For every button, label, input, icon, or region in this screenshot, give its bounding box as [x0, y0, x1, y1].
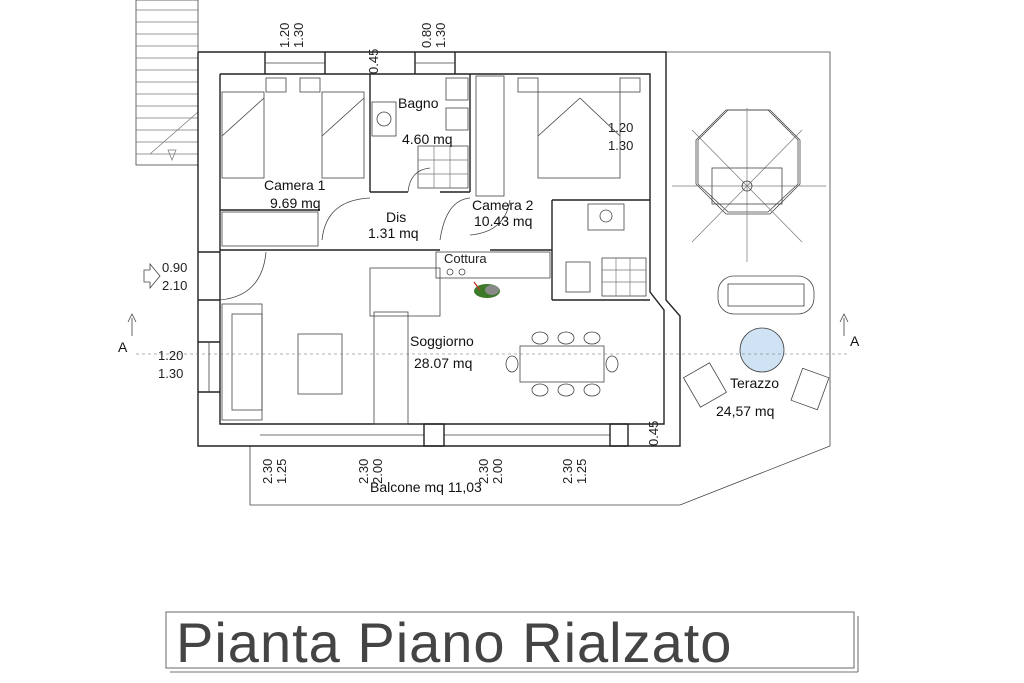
exterior-staircase — [135, 0, 199, 166]
interior-partitions — [220, 74, 650, 301]
section-mark-left: A — [118, 339, 128, 355]
room-camera2-area: 10.43 mq — [474, 213, 532, 229]
room-camera1-area: 9.69 mq — [270, 195, 321, 211]
drawing-title: Pianta Piano Rialzato — [176, 611, 732, 674]
dim-right-window-width: 1.20 — [608, 120, 633, 135]
dim-top-window2-height: 1.30 — [433, 23, 448, 48]
dim-bottom3-width: 2.00 — [490, 459, 505, 484]
dim-entry-height: 2.10 — [162, 278, 187, 293]
entrance-arrow-icon — [143, 262, 161, 290]
dim-bottom3-height: 2.30 — [476, 459, 491, 484]
room-dis-area: 1.31 mq — [368, 225, 419, 241]
living-room-furniture — [221, 303, 619, 425]
room-soggiorno-name: Soggiorno — [410, 333, 474, 349]
room-cottura-name: Cottura — [444, 251, 487, 266]
camera2-bed — [475, 75, 641, 197]
dim-top-window1-height: 1.30 — [291, 23, 306, 48]
dim-top-window1-width: 1.20 — [277, 23, 292, 48]
dim-bottom-small: 0.45 — [646, 421, 661, 446]
room-camera1-name: Camera 1 — [264, 177, 326, 193]
dim-bottom4-width: 1.25 — [574, 459, 589, 484]
room-bagno-name: Bagno — [398, 95, 439, 111]
terrace-furniture — [672, 108, 830, 411]
bathroom-fixtures — [371, 77, 469, 189]
room-balcone-label: Balcone mq 11,03 — [370, 479, 482, 495]
room-terazzo-area: 24,57 mq — [716, 403, 774, 419]
section-mark-right: A — [850, 333, 860, 349]
dim-bottom4-height: 2.30 — [560, 459, 575, 484]
terrace-outline — [249, 51, 831, 506]
dim-right-window-height: 1.30 — [608, 138, 633, 153]
title-frame — [165, 611, 855, 669]
dim-top-small: 0.45 — [366, 49, 381, 74]
room-terazzo-name: Terazzo — [730, 375, 779, 391]
dim-bottom2-width: 2.00 — [370, 459, 385, 484]
building-walls — [197, 51, 681, 447]
dim-bottom1-height: 2.30 — [260, 459, 275, 484]
dim-left-window-width: 1.20 — [158, 348, 183, 363]
room-dis-name: Dis — [386, 209, 406, 225]
dim-bottom2-height: 2.30 — [356, 459, 371, 484]
room-camera2-name: Camera 2 — [472, 197, 534, 213]
section-line — [127, 313, 850, 355]
dim-left-window-height: 1.30 — [158, 366, 183, 381]
room-bagno-area: 4.60 mq — [402, 131, 453, 147]
dim-bottom1-width: 1.25 — [274, 459, 289, 484]
second-bathroom — [565, 203, 647, 297]
camera1-beds — [221, 77, 365, 247]
room-soggiorno-area: 28.07 mq — [414, 355, 472, 371]
dim-top-window2-width: 0.80 — [419, 23, 434, 48]
kitchen-counter — [369, 251, 551, 317]
dim-entry-width: 0.90 — [162, 260, 187, 275]
